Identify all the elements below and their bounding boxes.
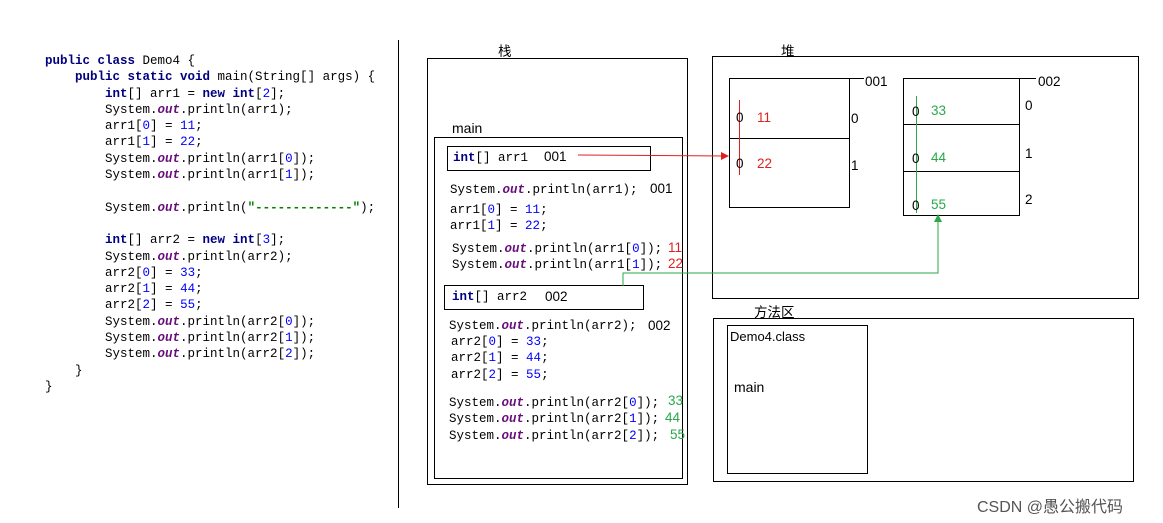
arr2-reference-arrow <box>622 218 939 286</box>
heap-array-002 <box>903 78 1020 216</box>
array-001-cell-0-old: 0 <box>736 110 744 125</box>
array-002-index-1: 1 <box>1025 146 1033 161</box>
print-arr1-statement: System.out.println(arr1); <box>450 183 638 197</box>
array-002-cell-1-value: 44 <box>931 150 947 165</box>
array-001-cell-divider <box>729 138 850 139</box>
code-line: System.out.println(arr2[2]); <box>45 347 316 362</box>
arr2-variable-box <box>444 285 644 310</box>
code-line: System.out.println(arr1[0]); <box>45 151 316 166</box>
code-line: System.out.println(arr1[1]); <box>45 168 316 183</box>
print-arr2-result: 002 <box>648 318 671 333</box>
print-arr2-statement: System.out.println(arr2); <box>449 319 637 333</box>
method-area-title: 方法区 <box>754 305 795 320</box>
class-method: main <box>734 379 765 395</box>
print-arr1-result: 001 <box>650 181 673 196</box>
code-line: public class Demo4 { <box>45 54 196 68</box>
code-line: } <box>45 363 83 378</box>
method-area <box>713 318 1134 482</box>
array-002-address-tick <box>1020 78 1036 79</box>
array-001-index-1: 1 <box>851 158 859 173</box>
array-002-cell-divider-1 <box>903 124 1020 125</box>
code-line: int[] arr2 = new int[3]; <box>105 233 286 248</box>
arr2-print-0: System.out.println(arr2[0]); <box>449 396 660 410</box>
arr1-print-1-result: 22 <box>668 256 684 271</box>
arr1-assign-1: arr1[1] = 22; <box>450 219 548 233</box>
array-002-address: 002 <box>1038 74 1061 89</box>
arr2-print-0-result: 33 <box>668 393 684 408</box>
arr2-print-1-result: 44 <box>665 410 681 425</box>
arr2-assign-2: arr2[2] = 55; <box>451 368 549 382</box>
arr1-variable-box <box>447 146 651 171</box>
code-line: arr2[2] = 55; <box>45 298 203 313</box>
code-line: public static void main(String[] args) { <box>75 70 376 85</box>
arr1-reference-arrow <box>577 154 728 157</box>
array-002-init-strike <box>916 96 917 213</box>
arr2-print-2-result: 55 <box>670 427 686 442</box>
divider-line <box>398 40 399 508</box>
code-line: arr2[1] = 44; <box>45 282 203 297</box>
array-001-address: 001 <box>865 74 888 89</box>
array-001-index-0: 0 <box>851 111 859 126</box>
code-line: int[] arr1 = new int[2]; <box>105 86 286 101</box>
code-line: System.out.println(arr2); <box>45 249 293 264</box>
source-code-block: public class Demo4 { public static void … <box>45 53 375 395</box>
watermark: CSDN @愚公搬代码 <box>977 499 1124 516</box>
arr2-assign-0: arr2[0] = 33; <box>451 335 549 349</box>
heap-title: 堆 <box>781 44 795 59</box>
arr2-declaration: int[] arr2 <box>452 290 528 304</box>
stack-title: 栈 <box>498 44 512 59</box>
code-line: arr1[1] = 22; <box>45 135 203 150</box>
arr1-address: 001 <box>544 149 567 164</box>
code-line: System.out.println(arr1); <box>45 102 293 117</box>
arr1-arrowhead <box>721 152 729 160</box>
arr1-assign-0: arr1[0] = 11; <box>450 203 548 217</box>
arr2-arrowhead <box>934 214 942 222</box>
array-002-cell-divider-2 <box>903 171 1020 172</box>
main-frame <box>434 137 683 479</box>
array-002-index-0: 0 <box>1025 98 1033 113</box>
array-001-cell-1-old: 0 <box>736 156 744 171</box>
code-line: } <box>45 379 53 394</box>
heap-area <box>712 56 1139 299</box>
array-002-cell-2-old: 0 <box>912 198 920 213</box>
array-001-init-strike <box>739 100 740 175</box>
arr1-print-0: System.out.println(arr1[0]); <box>452 242 663 256</box>
array-002-index-2: 2 <box>1025 192 1033 207</box>
arr1-print-1: System.out.println(arr1[1]); <box>452 258 663 272</box>
array-002-cell-0-value: 33 <box>931 103 947 118</box>
code-line: System.out.println(arr2[1]); <box>45 331 316 346</box>
stack-area <box>427 58 688 485</box>
main-frame-label: main <box>452 120 483 136</box>
array-002-cell-0-old: 0 <box>912 104 920 119</box>
arr2-print-1: System.out.println(arr2[1]); <box>449 412 660 426</box>
code-line: arr1[0] = 11; <box>45 119 203 134</box>
arr2-address: 002 <box>545 289 568 304</box>
arr2-assign-1: arr2[1] = 44; <box>451 351 549 365</box>
array-001-address-tick <box>850 78 864 79</box>
arr1-declaration: int[] arr1 <box>453 151 529 165</box>
heap-array-001 <box>729 78 850 208</box>
array-002-cell-1-old: 0 <box>912 151 920 166</box>
array-002-cell-2-value: 55 <box>931 197 947 212</box>
arr2-print-2: System.out.println(arr2[2]); <box>449 429 660 443</box>
class-name: Demo4.class <box>730 329 806 344</box>
code-line: System.out.println("-------------"); <box>45 200 376 215</box>
array-001-cell-1-value: 22 <box>757 156 773 171</box>
code-line: System.out.println(arr2[0]); <box>45 314 316 329</box>
code-line: arr2[0] = 33; <box>45 265 203 280</box>
array-001-cell-0-value: 11 <box>757 110 772 125</box>
arr1-print-0-result: 11 <box>668 240 683 255</box>
class-box <box>727 325 868 474</box>
